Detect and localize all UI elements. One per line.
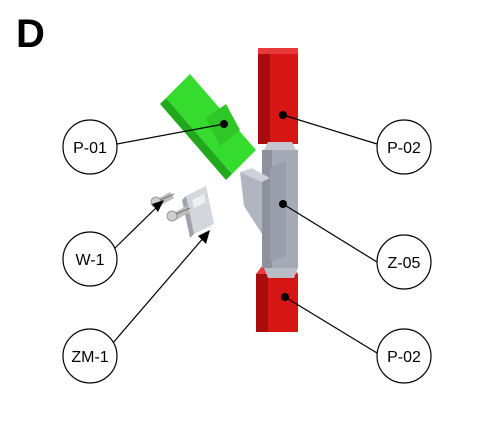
red-profile-top: [258, 48, 298, 144]
red-profile-bottom: [256, 266, 298, 332]
leader-markers: [152, 111, 289, 301]
label-zm1-text: ZM-1: [71, 349, 108, 366]
label-w1: W-1: [62, 231, 118, 287]
label-w1-text: W-1: [75, 252, 104, 269]
label-p01: P-01: [62, 119, 118, 175]
connector-z05: [240, 142, 298, 278]
green-profile: [160, 74, 256, 180]
screw-icon: [166, 206, 191, 222]
leader-lines: [111, 114, 378, 354]
label-z05-text: Z-05: [388, 255, 421, 272]
section-letter: D: [16, 12, 45, 56]
label-p02-bottom: P-02: [376, 328, 432, 384]
label-zm1: ZM-1: [62, 328, 118, 384]
mounting-clip-icon: [182, 186, 214, 238]
label-p01-text: P-01: [73, 140, 107, 157]
label-z05: Z-05: [376, 234, 432, 290]
label-p02-bottom-text: P-02: [387, 349, 421, 366]
label-p02-top: P-02: [376, 119, 432, 175]
label-p02-top-text: P-02: [387, 140, 421, 157]
